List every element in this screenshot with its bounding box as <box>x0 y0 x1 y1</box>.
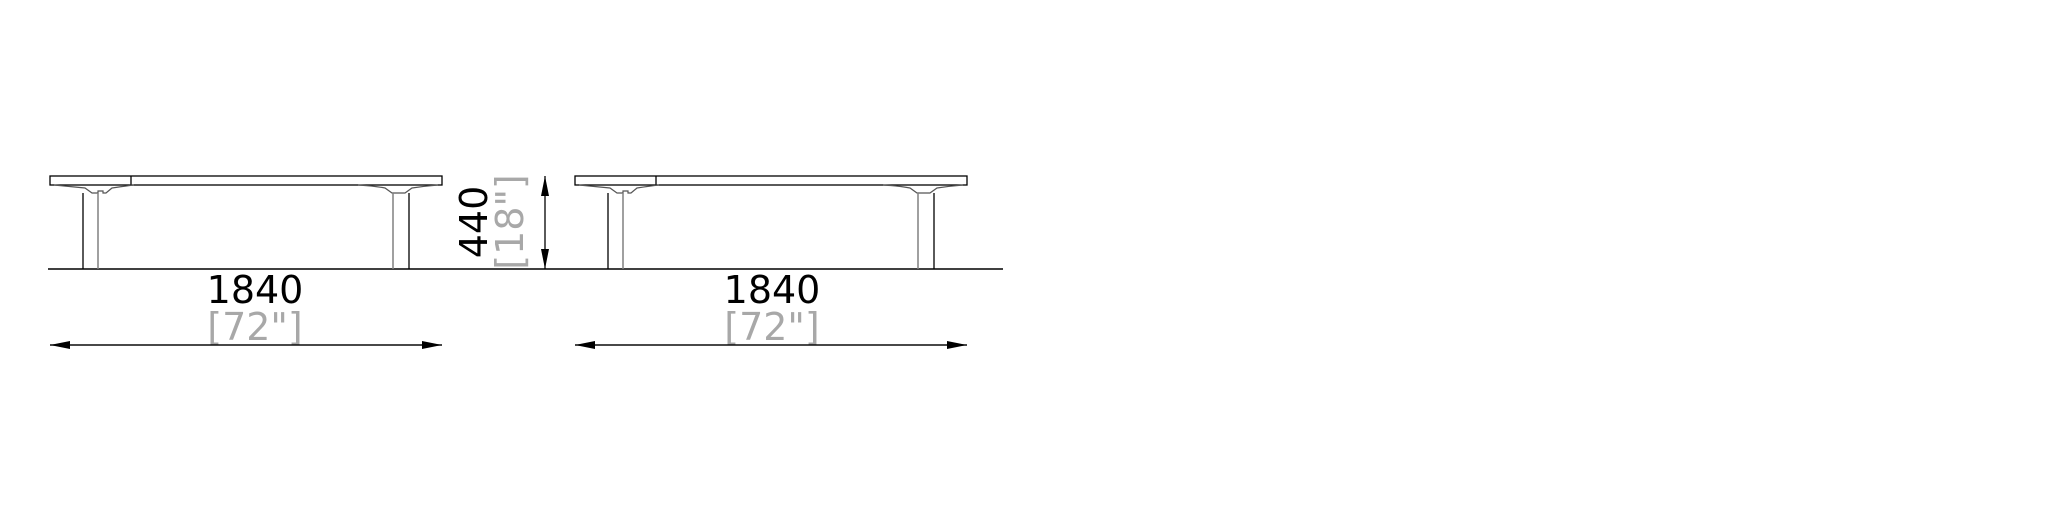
bench-elevation <box>49 175 443 270</box>
height-dimension: 440 [18"] <box>452 174 549 270</box>
bench-elevation <box>574 175 968 270</box>
bench-view-right: 1840 [72"] <box>574 175 968 349</box>
width-mm-label: 1840 <box>207 268 304 312</box>
height-mm-label: 440 <box>452 186 496 259</box>
bench-view-left: 1840 [72"] <box>49 175 443 349</box>
height-inch-label: [18"] <box>488 174 532 269</box>
width-inch-label: [72"] <box>207 305 302 349</box>
width-inch-label: [72"] <box>724 305 819 349</box>
width-mm-label: 1840 <box>724 268 821 312</box>
